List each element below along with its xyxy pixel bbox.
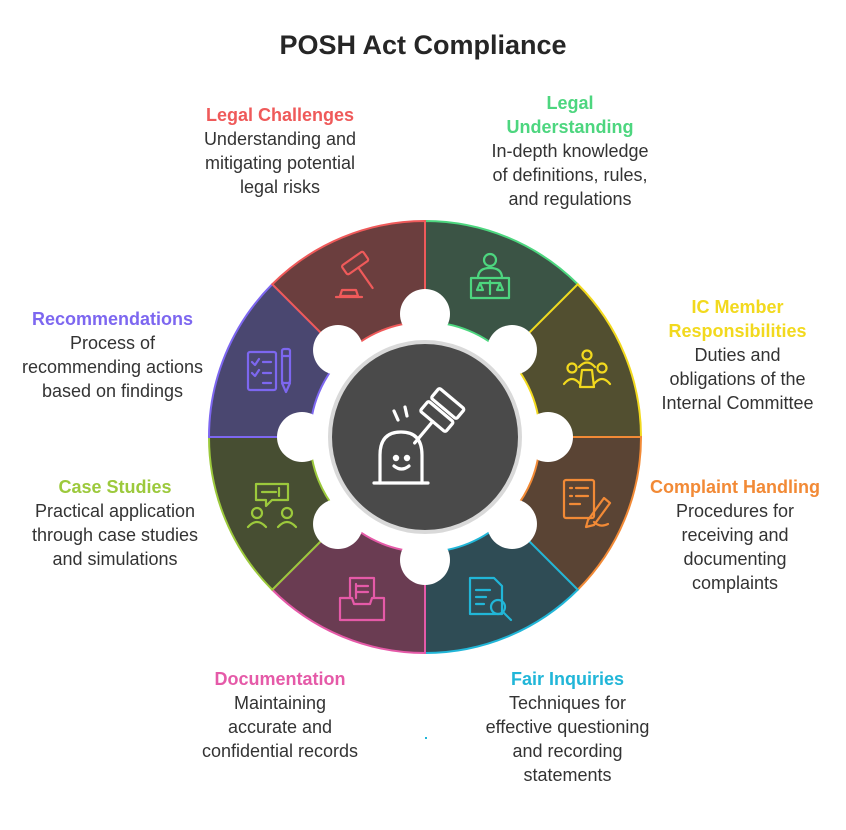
segment-description: Process of recommending actions based on… [21, 333, 204, 401]
segment-description: Duties and obligations of the Internal C… [661, 345, 814, 413]
segment-notch [400, 535, 450, 585]
checklist-pen-icon [246, 347, 292, 394]
segment-description: In-depth knowledge of definitions, rules… [491, 141, 649, 209]
segment-heading: Complaint Handling [650, 477, 820, 497]
segment-description: Understanding and mitigating potential l… [203, 129, 357, 197]
discussion-icon [246, 482, 298, 529]
segment-heading: Case Studies [58, 477, 172, 497]
decorative-dot [425, 737, 427, 739]
segment-heading: Legal Challenges [205, 105, 355, 125]
segment-heading: Legal Understanding [506, 93, 634, 137]
document-search-icon [468, 576, 513, 622]
gavel-icon [334, 250, 374, 299]
segment-description: Maintaining accurate and confidential re… [201, 693, 359, 761]
document-pen-icon [562, 478, 612, 529]
judge-icon [469, 252, 511, 300]
segment-notch [523, 412, 573, 462]
segment-description: Techniques for effective questioning and… [485, 693, 650, 785]
segment-heading: Recommendations [31, 309, 194, 329]
segment-description: Procedures for receiving and documenting… [675, 501, 795, 593]
segment-notch [400, 289, 450, 339]
segment-heading: IC Member Responsibilities [668, 297, 807, 341]
segment-description: Practical application through case studi… [31, 501, 199, 569]
records-tray-icon [338, 576, 386, 622]
page-title: POSH Act Compliance [279, 30, 567, 60]
segment-heading: Fair Inquiries [510, 669, 625, 689]
segment-heading: Documentation [214, 669, 346, 689]
segment-notch [277, 412, 327, 462]
gavel-ghost-icon [372, 387, 466, 485]
segment-legal-challenges [270, 219, 426, 358]
committee-icon [562, 349, 612, 389]
center-hub [328, 340, 522, 534]
